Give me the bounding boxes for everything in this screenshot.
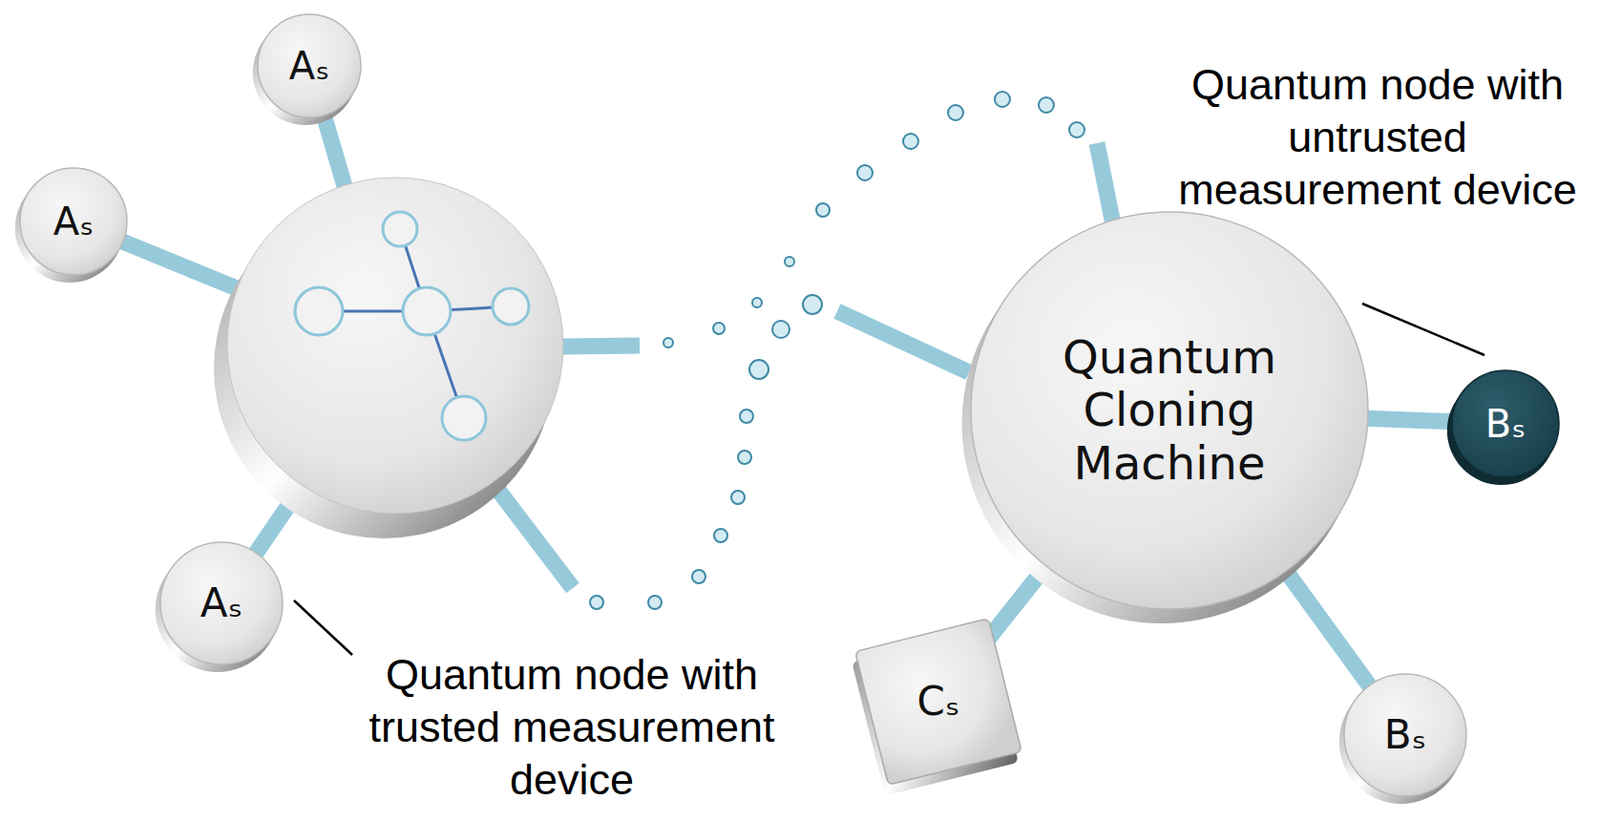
callout-text: Quantum node with trusted measurement de… (352, 649, 792, 807)
quantum-node: Aₛ (18, 166, 129, 277)
node-label: Aₛ (200, 580, 243, 627)
quantum-node: Bₛ (1342, 672, 1469, 799)
node-label: Bₛ (1485, 401, 1526, 446)
node-label: Aₛ (53, 199, 94, 244)
hub-spokes (73, 65, 640, 604)
node-label: Bₛ (1384, 712, 1427, 758)
quantum-node: Aₛ (158, 540, 285, 667)
callout-text: Quantum node with untrusted measurement … (1157, 59, 1598, 217)
link-bar (1366, 418, 1454, 422)
cloning-machine-disk: Quantum Cloning Machine (968, 210, 1370, 611)
node-label: Aₛ (289, 43, 330, 88)
hub-disk (213, 177, 564, 539)
square-node: Cₛ (865, 629, 1011, 775)
quantum-node: Aₛ (255, 12, 363, 120)
quantum-node: Bₛ (1450, 368, 1561, 480)
network-icon (294, 211, 529, 441)
node-label: Cₛ (917, 678, 961, 725)
node-label: Quantum Cloning Machine (1040, 331, 1299, 490)
link-bar (1284, 569, 1370, 688)
